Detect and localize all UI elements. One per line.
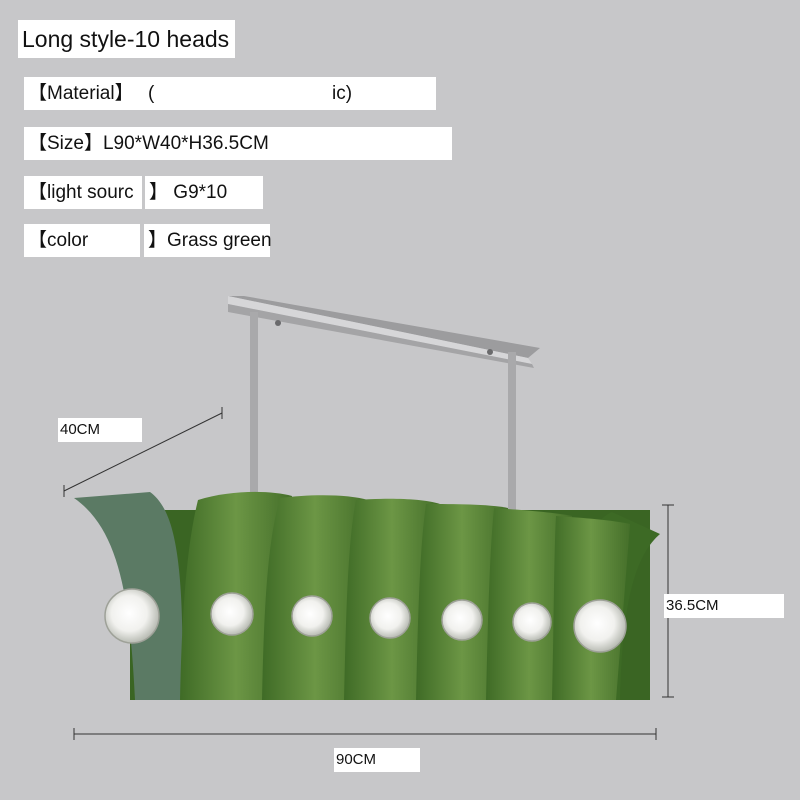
- light-source-spec: 】 G9*10: [145, 176, 263, 209]
- material-value: (: [144, 77, 164, 110]
- length-dimension-label: 90CM: [334, 748, 420, 772]
- color-label: 【color: [24, 224, 140, 257]
- material-label: 【Material】: [24, 77, 144, 110]
- color-bracket: 】: [148, 230, 168, 251]
- color-spec: 】Grass green: [144, 224, 272, 257]
- suspension-rod: [508, 352, 516, 512]
- bulbs: [104, 588, 627, 653]
- length-dimension-line: [73, 728, 657, 740]
- glass-panels: [180, 491, 630, 700]
- light-source-value: G9*10: [173, 182, 228, 203]
- light-source-bracket: 】: [149, 182, 169, 203]
- size-label: 【Size】: [28, 133, 103, 154]
- size-value: L90*W40*H36.5CM: [102, 133, 269, 154]
- size-spec: 【Size】L90*W40*H36.5CM: [24, 127, 452, 160]
- ceiling-canopy: [228, 296, 540, 368]
- depth-dimension-line: [63, 407, 223, 497]
- light-source-label: 【light sourc: [24, 176, 142, 209]
- suspension-rod: [250, 312, 258, 510]
- material-value-tail: ic): [160, 77, 436, 110]
- height-dimension-label: 36.5CM: [664, 594, 784, 618]
- depth-dimension-label: 40CM: [58, 418, 142, 442]
- color-value: Grass green: [167, 230, 272, 251]
- product-heading: Long style-10 heads: [18, 20, 236, 58]
